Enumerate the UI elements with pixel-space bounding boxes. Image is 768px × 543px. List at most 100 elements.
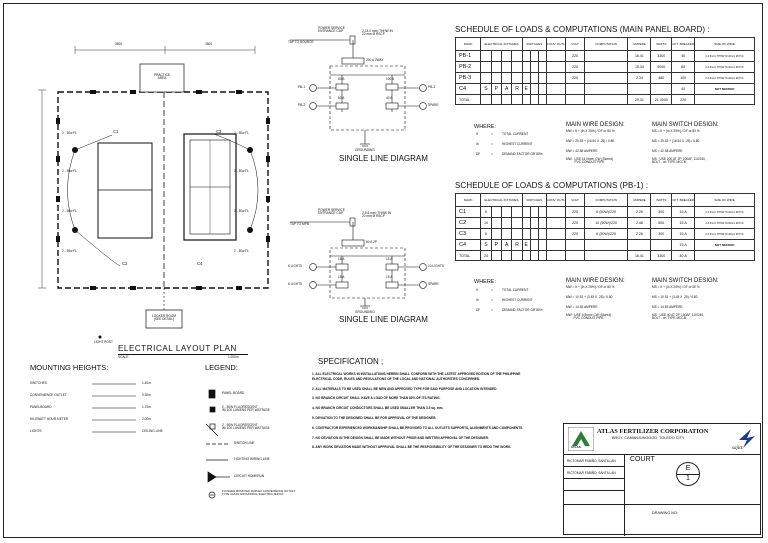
circuit-mark-c2: C2: [122, 261, 128, 266]
mounting-item-value: CEILING LINE: [142, 429, 163, 433]
col-header: WATTS: [650, 193, 673, 207]
dim-left: 3500: [115, 42, 123, 46]
diagram1-breaker: 40 A: [386, 96, 393, 100]
mounting-item-value: 1.70m: [142, 405, 151, 409]
diagram2-output: 6 LIGHTS: [288, 264, 303, 268]
col-header: SWITCHES: [521, 37, 547, 51]
company-address: BRGY. CAMANJUNGGOD, TOLEDO CITY: [612, 436, 685, 440]
switch-design-line: MS : USE 200 AT 2P, 100AF, 110/240, BOLT…: [652, 157, 706, 165]
schedule-main-table: MARK ELECTRICAL FIXTURES SWITCHES CONV. …: [454, 37, 755, 105]
sheet-letter: E: [685, 465, 691, 472]
diagram1-wire-label: 2-14.0 mm² THHW IN 20 mm Ø RSCP: [362, 29, 393, 37]
wire-cell: 2-3.5mm² THHW IN 20mm Ø PVC: [694, 50, 755, 62]
where-symbol: Ih: [476, 298, 479, 302]
spare-letter: R: [511, 239, 523, 251]
breaker-cell: 15 A: [671, 239, 696, 251]
specification-item: 2. ALL MATERIALS TO BE USED SHALL BE NEW…: [312, 386, 498, 391]
mark-cell: TOTAL: [454, 94, 482, 105]
where-symbol: DF: [476, 308, 481, 312]
computation-cell: 6 (50W)/220: [583, 206, 629, 218]
light-post-label: LIGHT POST: [94, 340, 113, 344]
col-header: ELECTRICAL FIXTURES: [480, 37, 523, 51]
volt-cell: [565, 83, 585, 95]
col-header: VOLT: [565, 193, 585, 207]
ampere-cell: 15.34: [627, 61, 652, 73]
where-label: WHERE:: [474, 124, 496, 130]
fixtures-cell: 6: [480, 228, 492, 240]
diagram1-breaker: 60 A: [338, 96, 345, 100]
watts-cell: [650, 83, 673, 95]
divider: [564, 478, 624, 479]
wire-design-line: MW = 29.53 + (16.54 X .25) / 0.80: [566, 139, 615, 143]
mounting-item-value: 2.00m: [142, 417, 151, 421]
where-label: WHERE:: [474, 279, 496, 285]
layout-plan-title: ELECTRICAL LAYOUT PLAN: [118, 344, 237, 353]
diagram1-output: PB-3: [428, 85, 436, 89]
table-header-row: MARK ELECTRICAL FIXTURES SWITCHES CONV. …: [454, 37, 755, 51]
practice-area-label: PRACTICE AREA: [153, 73, 171, 81]
legend-convenience-outlet: FLUSHED MOUNTED DUPLEX CONVENIENCE OUTLE…: [222, 489, 296, 496]
mark-cell: C4: [454, 239, 482, 251]
diagram1-output: PB-2: [298, 103, 306, 107]
schedule-pb1-title: SCHEDULE OF LOADS & COMPUTATIONS (PB-1) …: [455, 181, 649, 190]
col-header: CONV. OUTLET: [545, 37, 567, 51]
mark-cell: C3: [454, 228, 482, 240]
where-symbol: DF: [476, 152, 481, 156]
watts-cell: 300: [650, 228, 673, 240]
diagram1-output: SPARE: [428, 103, 439, 107]
breaker-cell: 15 A: [671, 217, 696, 229]
col-header: CONV. OUTLET: [545, 193, 567, 207]
circuit-label: 2 - 50w FL: [234, 131, 250, 135]
mark-cell: C1: [454, 206, 482, 218]
switch-design-line: MS = 42.58 AMPERE: [652, 149, 683, 153]
mark-cell: C4: [454, 83, 482, 95]
breaker-cell: 40: [671, 50, 696, 62]
watts-cell: 3300: [650, 250, 673, 261]
ampere-cell: 16.41: [627, 50, 652, 62]
breaker-cell: 15 A: [671, 206, 696, 218]
volt-cell: 220: [565, 72, 585, 84]
circuit-label: 2 - 50w FL: [234, 169, 250, 173]
col-header: MARK: [454, 193, 482, 207]
wire-cell: 2-3.5mm² THHW IN 20mm Ø PVC: [694, 217, 755, 229]
col-header: CKT. BREAKER: [671, 37, 696, 51]
computation-cell: 10 (50W)/220: [583, 217, 629, 229]
wire-cell: NOT NEEDED: [694, 83, 755, 95]
specification-item: 6. CONTRACTOR EXPERIENCED WORKMANSHIP SH…: [312, 425, 524, 430]
wire-cell: 2-3.5mm² THHW IN 20mm Ø PVC: [694, 72, 755, 84]
legend-fluorescent-fixture: 2 - 50W FLUORESCENT W/ 100 LUMENS PER WA…: [222, 405, 270, 413]
specification-item: 4. NO BRANCH CIRCUIT CONDUCTORS SHALL BE…: [312, 406, 444, 411]
col-header: VOLT: [565, 37, 585, 51]
ampere-cell: 2.26: [627, 206, 652, 218]
circuit-mark-c1: C1: [113, 129, 119, 134]
diagram2-breaker: 15 A: [338, 257, 345, 261]
divider: [564, 490, 624, 491]
col-header: MARK: [454, 37, 482, 51]
ampere-cell: 2.48: [627, 217, 652, 229]
mark-cell: C2: [454, 217, 482, 229]
volt-cell: [565, 239, 585, 251]
circuit-label: 2 - 50w FL: [62, 209, 78, 213]
col-header: SIZE OF WIRE: [694, 37, 755, 51]
wire-cell: 2-3.5mm² THHW IN 20mm Ø PVC: [694, 206, 755, 218]
title-block-header: [564, 424, 761, 455]
breaker-cell: 220: [671, 94, 696, 105]
title-block-left-col: [564, 454, 625, 536]
title-block-name: RICTOMAR FABIÑO, SANTILLAN: [567, 459, 616, 463]
pb1-switch-design-title: MAIN SWITCH DESIGN:: [652, 278, 719, 284]
schedule-main-title: SCHEDULE OF LOADS & COMPUTATIONS (MAIN P…: [455, 25, 710, 34]
where-equals: =: [491, 132, 493, 136]
main-switch-design-title: MAIN SWITCH DESIGN:: [652, 122, 719, 128]
watts-cell: 500: [650, 217, 673, 229]
diagram1-output: PB-1: [298, 85, 306, 89]
mounting-item-label: CONVENIENCE OUTLET: [30, 393, 67, 397]
volt-cell: 220: [565, 61, 585, 73]
where-equals: =: [491, 142, 493, 146]
breaker-cell: 15 A: [671, 228, 696, 240]
switch-design-line: MS = 14.83 AMPERE: [652, 305, 683, 309]
locker-room-label: LOCKER ROOM (SEE DETAIL): [152, 314, 176, 322]
volt-cell: 220: [565, 50, 585, 62]
fixtures-cell: 10: [480, 217, 492, 229]
volt-cell: [565, 94, 585, 105]
